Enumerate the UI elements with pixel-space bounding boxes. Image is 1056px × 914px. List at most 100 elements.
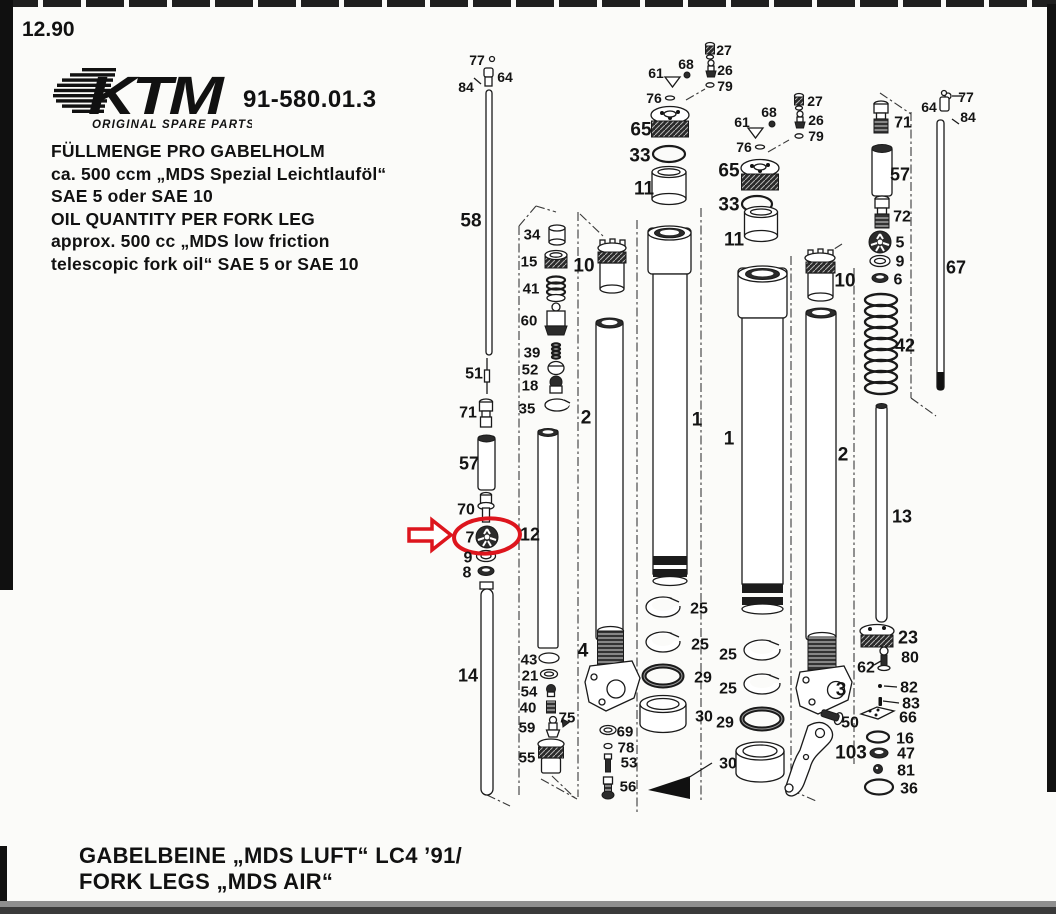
part-52-cap [547, 360, 565, 376]
page-title: GABELBEINE „MDS LUFT“ LC4 ’91/ FORK LEGS… [79, 843, 462, 895]
part-label-25: 25 [691, 637, 709, 654]
ktm-tagline: ORIGINAL SPARE PARTS [92, 119, 252, 131]
part-label-52: 52 [522, 361, 539, 378]
part-71-adjuster-bolt-right [873, 100, 889, 134]
part-8-seal [477, 566, 495, 576]
part-label-5: 5 [896, 235, 905, 252]
part-29-seal-ring-right [739, 706, 785, 732]
part-9-oring-right [869, 254, 891, 268]
part-label-81: 81 [897, 763, 915, 780]
part-10-fork-cap-right [804, 248, 836, 302]
part-label-68: 68 [678, 56, 694, 72]
part-26-air-valve-left [705, 59, 717, 78]
part-label-55: 55 [519, 749, 536, 766]
part-label-61: 61 [734, 114, 750, 130]
part-55-base-valve [537, 738, 565, 774]
part-6-seal-right [871, 273, 889, 283]
part-25-guide-ring-right-upper [743, 639, 785, 661]
part-label-54: 54 [521, 683, 538, 700]
part-3-axle-clamp-right [795, 631, 853, 715]
part-7-star-washer [475, 525, 499, 549]
part-12-cartridge-tube [537, 428, 559, 649]
part-66-plate [859, 706, 896, 720]
part-13-spring-rod [875, 403, 888, 623]
part-2-inner-tube-right [805, 307, 837, 641]
part-16-oring [865, 730, 891, 744]
part-64-valve-cap [483, 67, 494, 87]
part-label-47: 47 [897, 746, 915, 763]
part-68-ball-left [683, 71, 691, 79]
oil-note-line: approx. 500 cc „MDS low friction [51, 231, 330, 251]
part-label-33: 33 [718, 195, 739, 216]
part-68-ball-right [768, 120, 776, 128]
part-number-labels: 7764845851715770798143415416039521835124… [457, 42, 976, 798]
scan-edge-left [0, 0, 13, 590]
part-label-2: 2 [581, 408, 592, 429]
part-40-knurled-sleeve [546, 700, 556, 714]
part-30-dust-cap-right [735, 741, 785, 783]
part-label-79: 79 [808, 128, 824, 144]
part-80-screw [877, 646, 891, 672]
part-label-29: 29 [694, 670, 712, 687]
part-label-18: 18 [522, 377, 539, 394]
part-label-41: 41 [523, 280, 540, 297]
part-label-9: 9 [464, 550, 473, 567]
part-18-nut [549, 375, 563, 394]
part-70-valve-body [477, 491, 495, 523]
part-label-25: 25 [719, 647, 737, 664]
part-label-77: 77 [958, 89, 974, 105]
part-label-36: 36 [900, 781, 918, 798]
scan-edge-top [0, 0, 1056, 7]
part-label-65: 65 [718, 161, 740, 182]
highlight-circle [452, 516, 522, 556]
part-label-4: 4 [578, 641, 589, 662]
part-69-oring [599, 724, 617, 736]
part-61-cone-right [746, 127, 765, 140]
assembly-boundary-lines [486, 88, 937, 812]
part-label-3: 3 [836, 680, 847, 701]
part-label-71: 71 [894, 115, 912, 132]
part-label-1: 1 [724, 429, 735, 450]
part-5-star-washer [868, 230, 892, 254]
part-label-80: 80 [901, 650, 919, 667]
part-26-air-valve-right [794, 110, 806, 129]
part-label-39: 39 [524, 344, 541, 361]
part-label-23: 23 [898, 627, 918, 647]
part-label-65: 65 [630, 120, 652, 141]
direction-arrow [648, 762, 713, 799]
part-62-leader [873, 660, 882, 666]
part-label-56: 56 [620, 778, 637, 795]
part-53-screw [603, 753, 613, 773]
part-label-53: 53 [621, 754, 638, 771]
part-label-51: 51 [465, 366, 483, 383]
part-10-fork-cap-left [597, 238, 627, 294]
ktm-logo: KTM ORIGINAL SPARE PARTS [52, 64, 254, 134]
part-33-oring-left [651, 144, 687, 164]
ktm-wordmark: KTM [88, 66, 225, 126]
oil-quantity-note: FÜLLMENGE PRO GABELHOLM ca. 500 ccm „MDS… [51, 140, 386, 275]
part-35-snap-ring [544, 398, 572, 412]
part-label-25: 25 [719, 681, 737, 698]
part-60-valve [544, 302, 568, 336]
part-label-83: 83 [902, 696, 920, 713]
part-43-oring [538, 652, 560, 664]
part-57-spacer-tube-right [871, 144, 893, 197]
part-1-outer-tube-left [647, 225, 692, 587]
part-4-axle-clamp-left [584, 625, 641, 712]
part-71-adjuster-bolt [478, 398, 494, 428]
part-label-67: 67 [946, 257, 966, 277]
part-label-16: 16 [896, 731, 914, 748]
part-label-11: 11 [724, 230, 745, 251]
part-label-9: 9 [896, 254, 905, 271]
part-57-spacer-tube [477, 434, 496, 491]
part-label-78: 78 [618, 739, 635, 756]
part-label-6: 6 [894, 272, 903, 289]
part-label-64: 64 [497, 69, 513, 85]
part-label-62: 62 [857, 660, 875, 677]
part-label-76: 76 [736, 139, 752, 155]
part-78-washer [603, 742, 613, 750]
part-label-40: 40 [520, 699, 537, 716]
highlight-part-7 [407, 516, 522, 556]
part-39-small-spring [550, 342, 562, 360]
oil-note-line: telescopic fork oil“ SAE 5 or SAE 10 [51, 253, 359, 274]
